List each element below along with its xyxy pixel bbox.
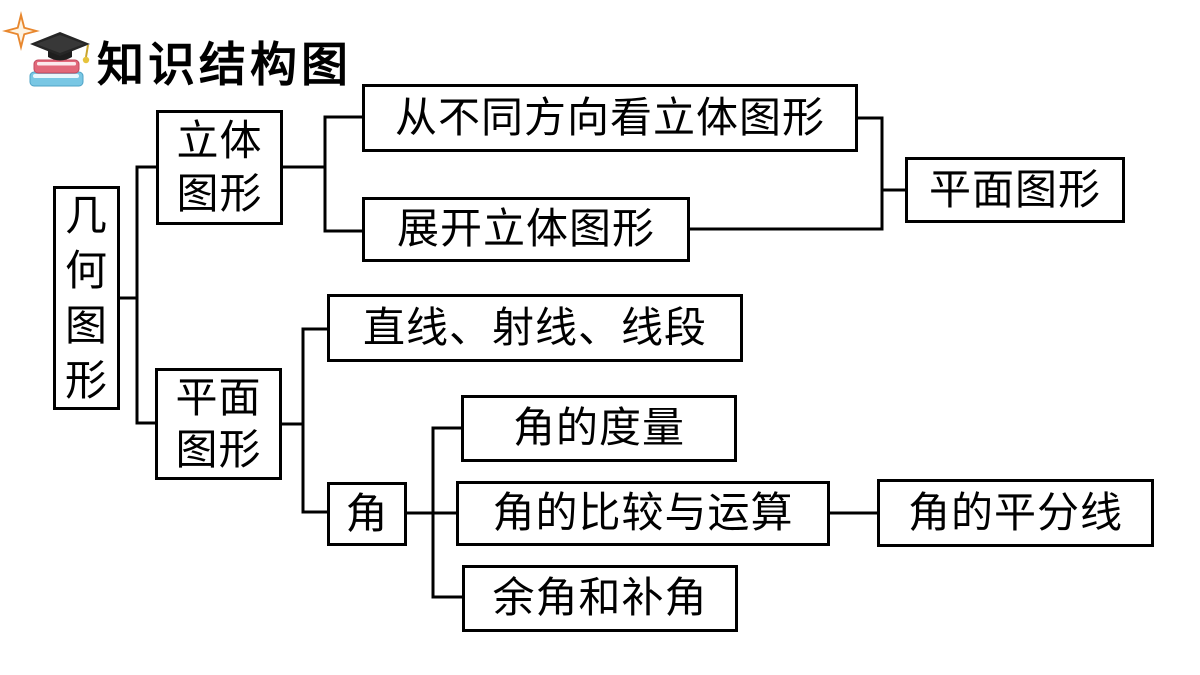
node-angle-measurement: 角的度量 xyxy=(461,395,737,462)
node-plane-figures-result: 平面图形 xyxy=(905,157,1125,223)
node-plane-figures: 平面图形 xyxy=(155,368,282,480)
node-label: 角的度量 xyxy=(512,404,685,452)
node-label: 直线、射线、线段 xyxy=(362,303,707,351)
node-label: 角 xyxy=(345,489,389,537)
sparkle-icon xyxy=(2,11,40,51)
node-label: 几何图形 xyxy=(64,192,108,404)
node-angle: 角 xyxy=(327,482,407,546)
node-label: 展开立体图形 xyxy=(396,205,655,253)
books-graduation-cap-icon xyxy=(2,11,90,87)
node-label: 平面图形 xyxy=(928,165,1101,213)
node-unfold-solid-figures: 展开立体图形 xyxy=(362,197,690,262)
book-stack-icon xyxy=(29,59,84,87)
graduation-cap-icon xyxy=(30,32,90,64)
node-line-ray-segment: 直线、射线、线段 xyxy=(327,294,743,362)
node-solid-figures: 立体图形 xyxy=(156,110,283,225)
tree-edges xyxy=(118,115,907,599)
node-view-solid-from-directions: 从不同方向看立体图形 xyxy=(362,84,858,152)
page-title: 知识结构图 xyxy=(97,40,352,92)
node-label: 立体图形 xyxy=(176,117,263,217)
node-label: 角的比较与运算 xyxy=(492,489,794,537)
node-label: 平面图形 xyxy=(175,373,262,474)
node-label: 余角和补角 xyxy=(492,574,708,622)
node-angle-bisector: 角的平分线 xyxy=(877,479,1154,547)
node-angle-comparison-operations: 角的比较与运算 xyxy=(456,481,830,546)
node-label: 角的平分线 xyxy=(907,488,1123,536)
node-complementary-supplementary-angles: 余角和补角 xyxy=(462,565,738,632)
node-label: 从不同方向看立体图形 xyxy=(394,93,825,141)
node-geometric-figures: 几何图形 xyxy=(53,186,120,410)
